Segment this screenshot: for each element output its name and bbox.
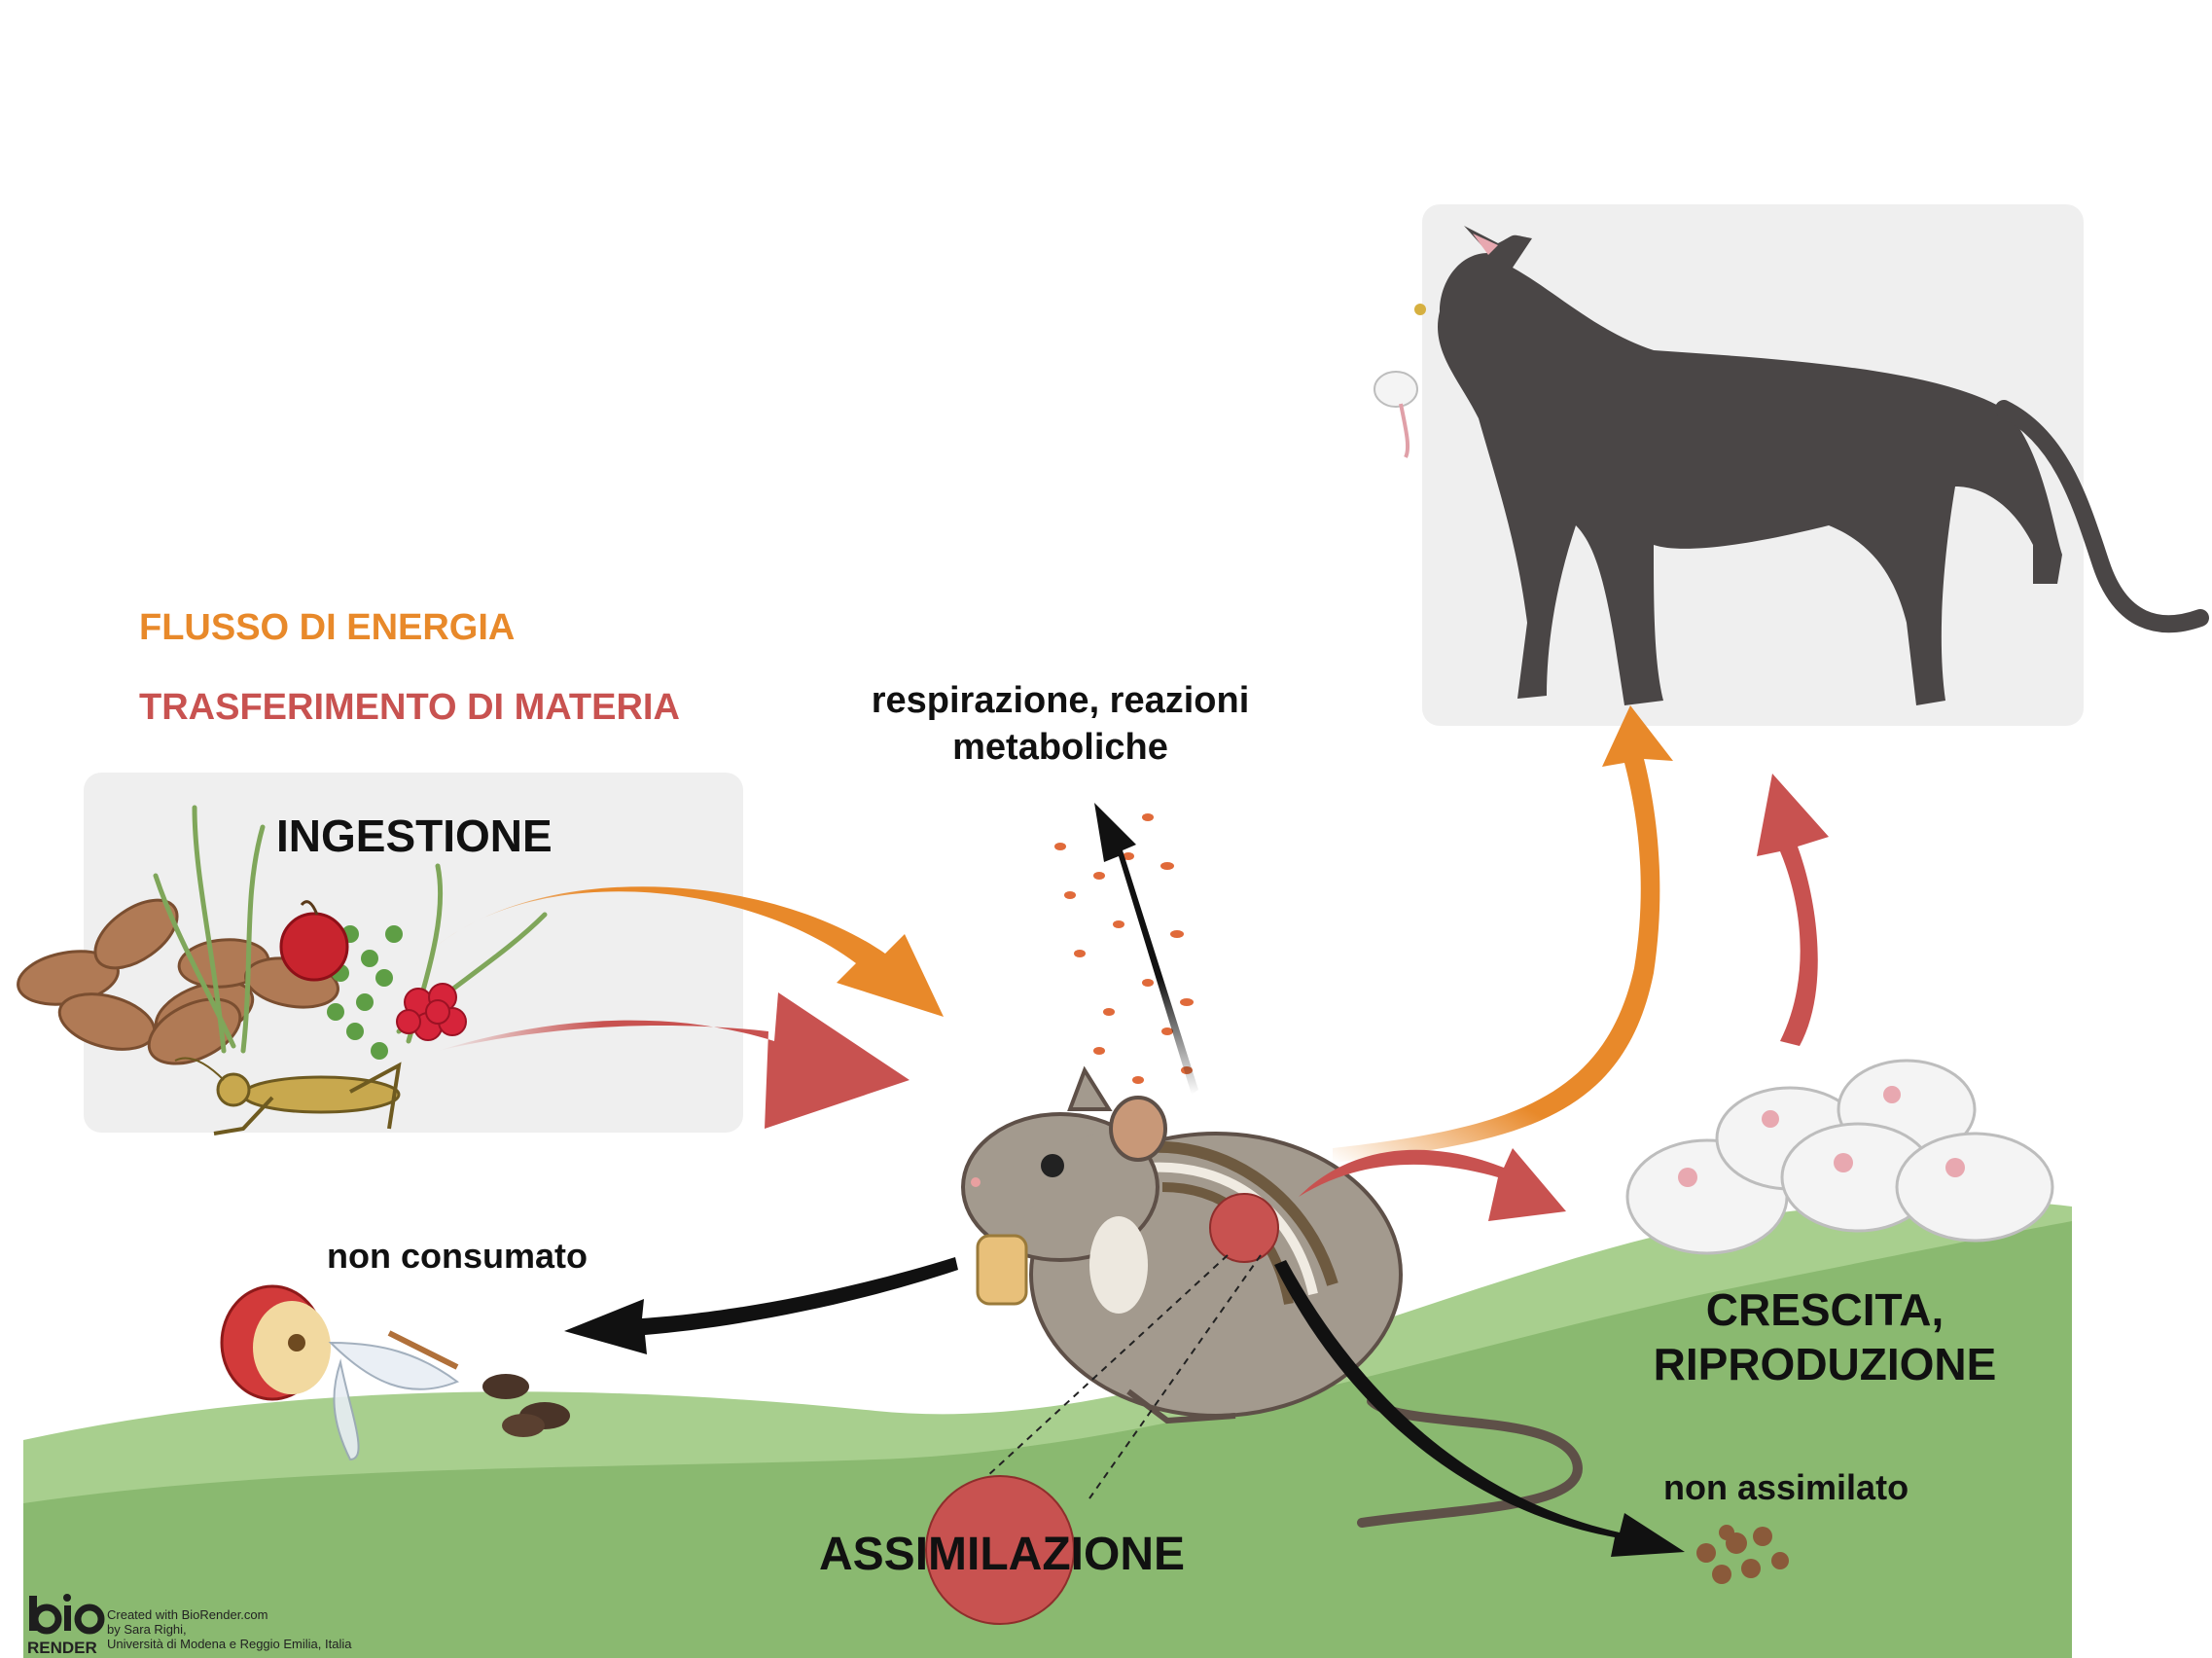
energy-arrow-ingestion — [409, 886, 944, 1017]
grasshopper — [174, 1057, 402, 1135]
almonds — [17, 898, 339, 1065]
assimilation-label: ASSIMILAZIONE — [819, 1529, 1186, 1580]
prey-mouse-in-mouth — [1374, 371, 1418, 408]
respiration-label: respirazione, reazioni metaboliche — [871, 680, 1250, 768]
food-illustration — [17, 805, 548, 1135]
legend-energy-label: FLUSSO DI ENERGIA — [139, 607, 516, 648]
energy-arrow-growth — [1333, 705, 1673, 1163]
assimilation-dashed-line-left — [962, 1254, 1229, 1499]
mouse-illustration — [961, 1065, 1583, 1528]
cat-ear-inner — [1473, 234, 1498, 255]
not-assimilated-label: non assimilato — [1663, 1467, 1909, 1507]
assimilation-large-circle — [925, 1475, 1075, 1625]
cat-illustration — [1438, 226, 2209, 705]
growth-reproduction-label: CRESCITA, RIPRODUZIONE — [1653, 1284, 1997, 1389]
berry-stem — [300, 900, 319, 916]
legend-matter-label: TRASFERIMENTO DI MATERIA — [139, 687, 680, 728]
leftover-food — [220, 1284, 570, 1461]
credit-text: Created with BioRender.com by Sara Righi… — [107, 1607, 351, 1651]
respiration-arrow — [1094, 803, 1198, 1095]
not-consumed-arrow — [564, 1257, 958, 1354]
prey-mouse-tail — [1399, 403, 1410, 458]
red-berry — [279, 912, 349, 982]
not-consumed-label: non consumato — [327, 1236, 588, 1276]
offspring-mice — [1625, 1059, 2054, 1255]
cat-eye — [1414, 304, 1426, 315]
ingestion-label: INGESTIONE — [276, 811, 553, 861]
biorender-logo-mark — [29, 1594, 105, 1635]
matter-arrow-growth — [1299, 1148, 1566, 1221]
credit-line-3: Università di Modena e Reggio Emilia, It… — [107, 1637, 352, 1651]
biorender-logo-sub: RENDER — [27, 1639, 97, 1657]
matter-arrow-ingestion — [438, 992, 910, 1129]
assimilation-small-circle — [1209, 1193, 1279, 1263]
credit-line-2: by Sara Righi, — [107, 1622, 187, 1637]
ground-dark-layer — [23, 1221, 2072, 1658]
credit-line-1: Created with BioRender.com — [107, 1607, 268, 1622]
raspberry — [396, 983, 467, 1041]
matter-arrow-predator — [1757, 774, 1829, 1046]
droppings — [1696, 1525, 1789, 1584]
not-assimilated-arrow — [1274, 1260, 1685, 1557]
ingestion-panel — [84, 773, 743, 1133]
herb-sprig — [327, 925, 403, 1060]
offspring-mice-ears — [1678, 1086, 1965, 1187]
ground — [23, 1200, 2072, 1658]
